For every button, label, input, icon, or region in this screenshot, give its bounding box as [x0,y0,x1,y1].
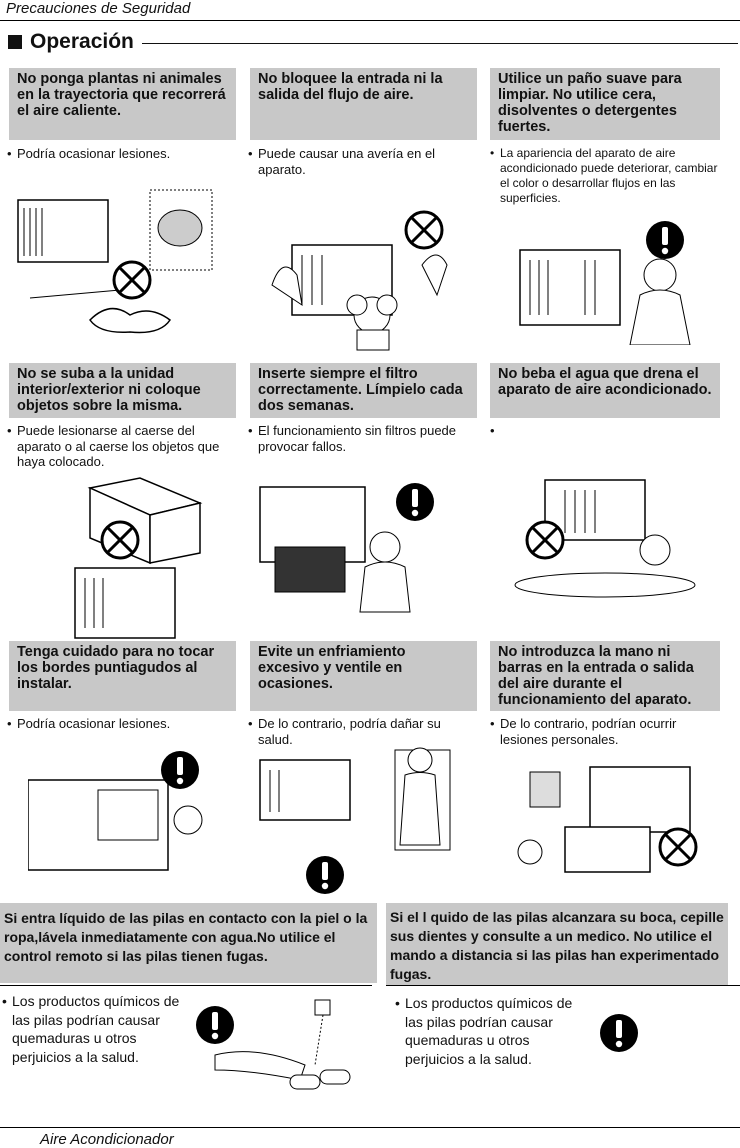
battery-wash-illustration [196,999,351,1090]
header-divider [0,20,740,21]
footer-divider [0,1127,740,1128]
card-3-title: Utilice un paño suave para limpiar. No u… [490,68,720,140]
section-title-rule [141,42,738,44]
battery-left-title: Si entra líquido de las pilas en contact… [0,903,377,983]
section-title: Operación [30,30,134,53]
section-heading: Operación [8,30,738,54]
card-6-title: No beba el agua que drena el aparato de … [490,363,720,418]
battery-left-desc: •Los productos químicos de las pilas pod… [2,993,180,1065]
cleaning-illustration [519,221,691,345]
battery-right-title: Si el l quido de las pilas alcanzara su … [386,903,728,985]
header-title: Precauciones de Seguridad [6,0,191,17]
card-8-title: Evite un enfriamiento excesivo y ventile… [250,641,477,711]
battery-right-divider [386,985,740,986]
card-5-desc: •El funcionamiento sin filtros puede pro… [248,423,457,454]
card-1-title: No ponga plantas ni animales en la traye… [9,68,236,140]
card-7-desc: •Podría ocasionar lesiones. [7,716,171,731]
section-square-icon [8,35,22,49]
footer-title: Aire Acondicionador [40,1131,174,1148]
battery-right-desc: •Los productos químicos de las pilas pod… [395,995,573,1067]
card-2-desc: •Puede causar una avería en el aparato. [248,146,436,177]
battery-warning-icon [600,1014,638,1052]
card-9-title: No introduzca la mano ni barras en la en… [490,641,720,711]
filter-illustration [259,483,434,613]
battery-left-divider [0,985,372,986]
blocked-airflow-illustration [271,210,448,351]
card-7-title: Tenga cuidado para no tocar los bordes p… [9,641,236,711]
plants-animals-illustration [17,189,213,334]
hand-inlet-illustration [517,766,698,873]
drain-water-illustration [514,479,696,598]
sharp-edges-illustration [28,751,203,871]
ventilate-illustration [259,747,451,894]
climbing-illustration [74,477,203,639]
card-9-desc: •De lo contrario, podrían ocurrir lesion… [490,716,677,747]
card-8-desc: •De lo contrario, podría dañar su salud. [248,716,441,747]
card-3-desc: •La apariencia del aparato de aire acond… [490,146,718,205]
card-2-title: No bloquee la entrada ni la salida del f… [250,68,477,140]
card-4-title: No se suba a la unidad interior/exterior… [9,363,236,418]
card-5-title: Inserte siempre el filtro correctamente.… [250,363,477,418]
card-4-desc: •Puede lesionarse al caerse del aparato … [7,423,220,469]
card-1-desc: •Podría ocasionar lesiones. [7,146,171,161]
